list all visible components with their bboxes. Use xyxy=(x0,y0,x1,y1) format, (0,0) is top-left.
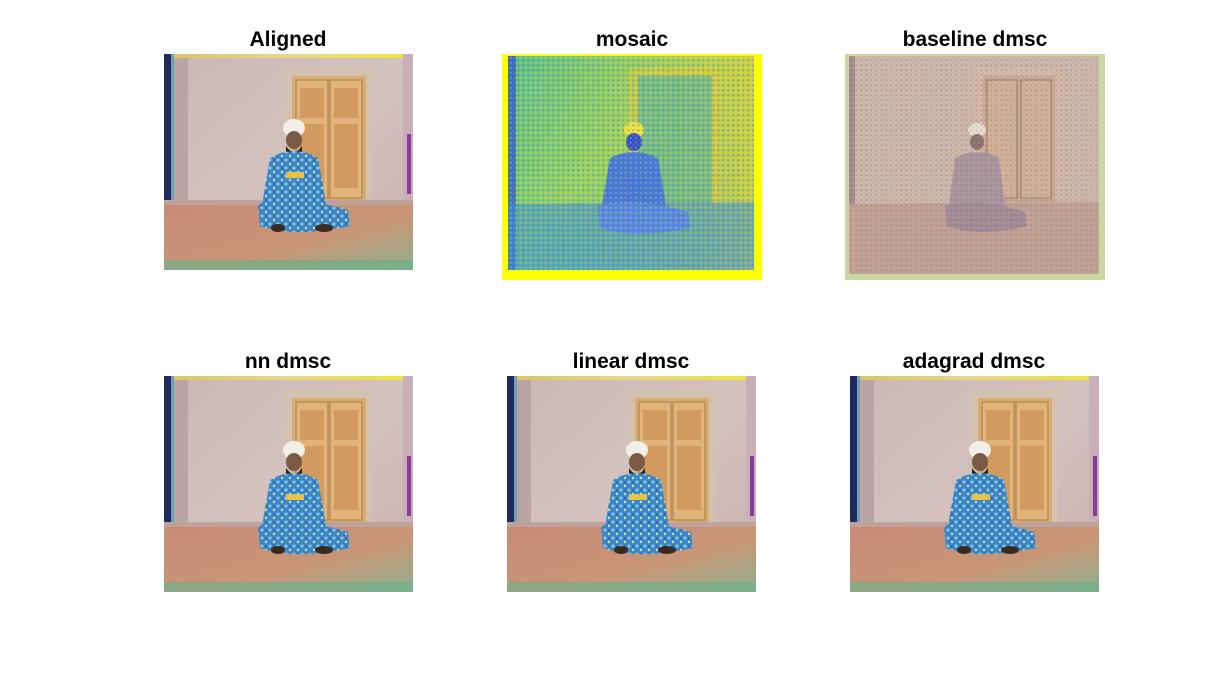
panel-baseline: baseline dmsc xyxy=(843,26,1107,282)
linear-image xyxy=(507,376,756,592)
panel-linear: linear dmsc xyxy=(503,348,759,596)
panel-title-mosaic: mosaic xyxy=(595,28,669,51)
adagrad-image xyxy=(850,376,1099,592)
baseline-image xyxy=(845,54,1105,280)
aligned-image xyxy=(164,54,413,270)
panel-adagrad: adagrad dmsc xyxy=(846,348,1102,596)
panel-title-aligned: Aligned xyxy=(249,28,327,51)
panel-title-linear: linear dmsc xyxy=(572,350,690,373)
mosaic-image xyxy=(502,54,762,280)
panel-title-nn: nn dmsc xyxy=(244,350,332,373)
panel-title-baseline: baseline dmsc xyxy=(902,28,1048,51)
panel-mosaic: mosaic xyxy=(500,26,764,282)
panel-title-adagrad: adagrad dmsc xyxy=(902,350,1046,373)
panel-aligned: Aligned xyxy=(160,26,416,274)
panel-nn: nn dmsc xyxy=(160,348,416,596)
nn-image xyxy=(164,376,413,592)
